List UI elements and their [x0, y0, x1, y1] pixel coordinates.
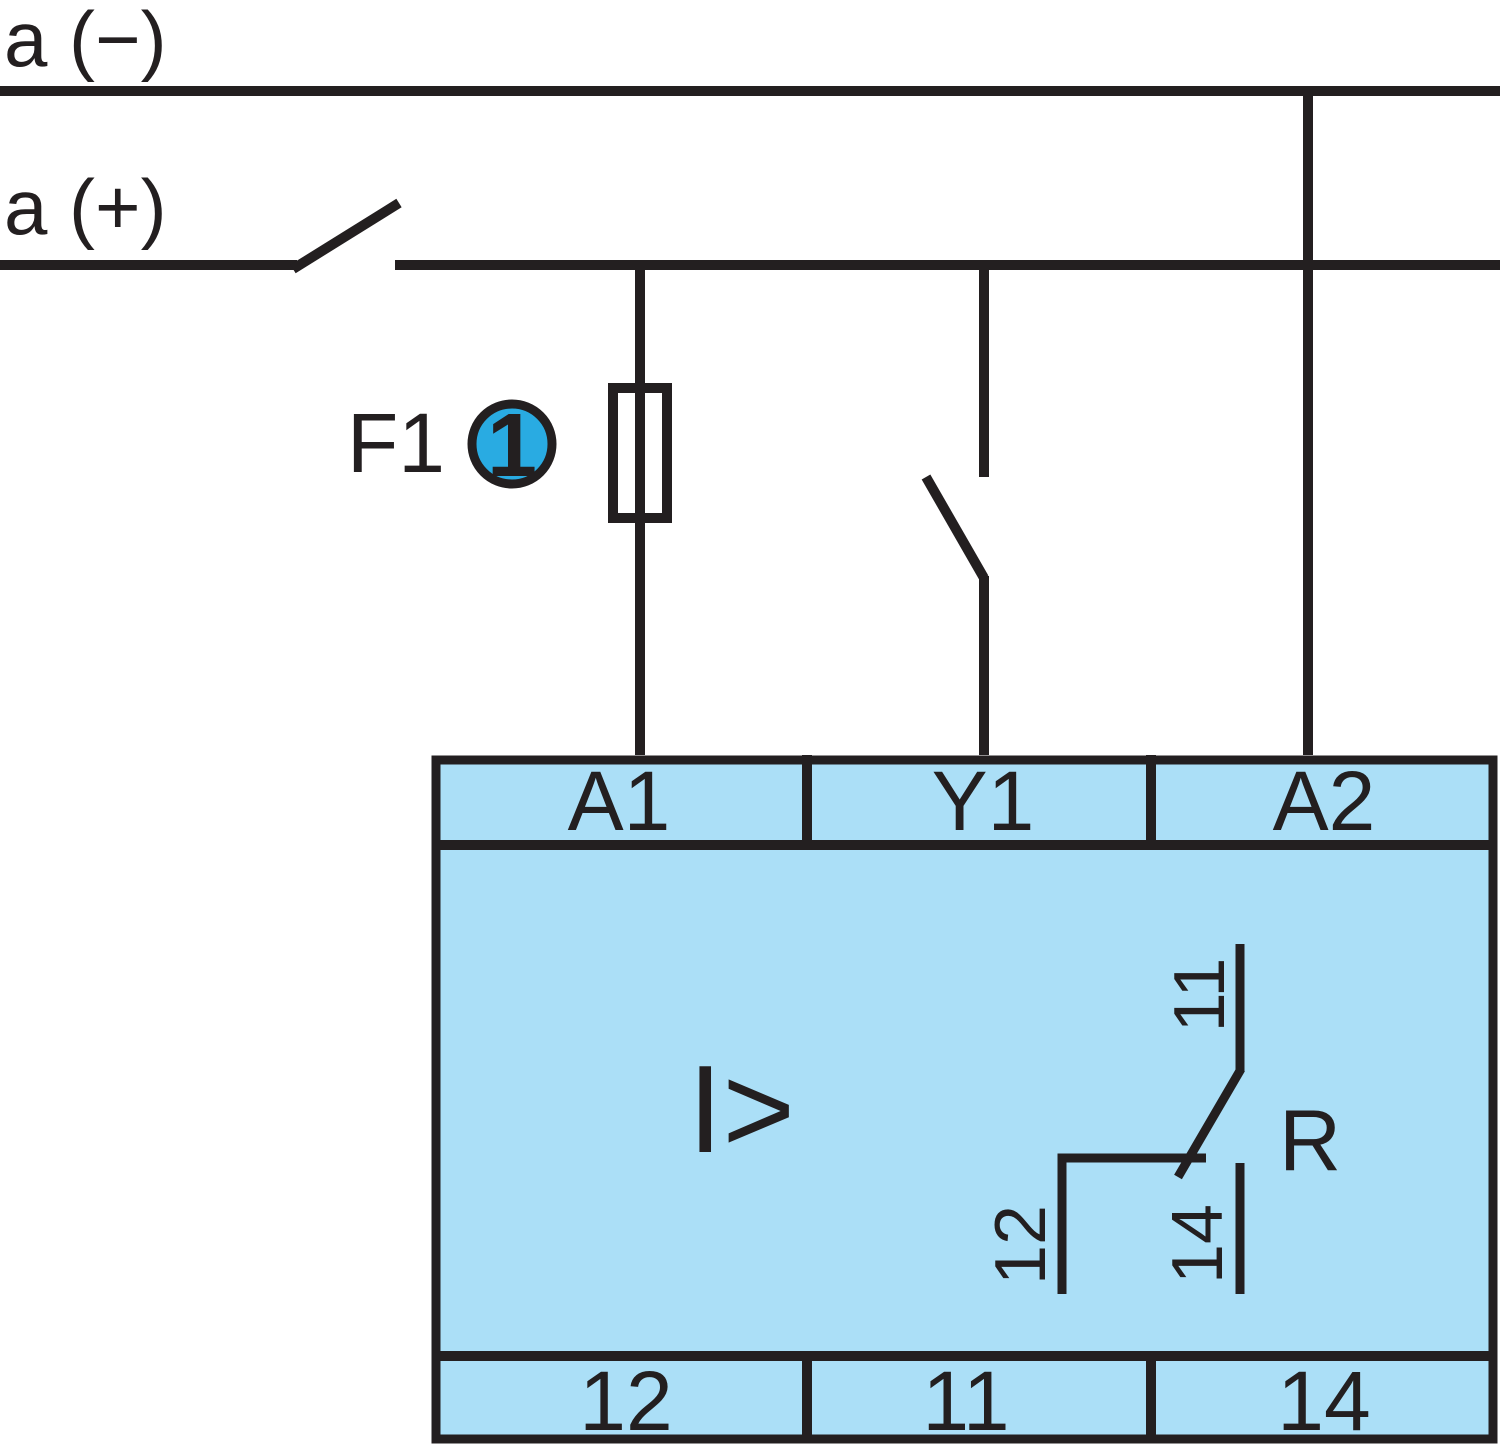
terminal-14-label: 14: [1277, 1354, 1370, 1448]
fuse-label: F1: [347, 396, 445, 490]
changeover-contact-symbol: [1057, 944, 1245, 1294]
contact-lead-12: [1057, 1153, 1206, 1294]
supply-switch-blade: [290, 198, 402, 274]
relay-box: [431, 755, 1498, 1444]
bus-positive-label: a (+): [4, 163, 167, 251]
contact-12-label: 12: [981, 1205, 1061, 1285]
terminal-y1-label: Y1: [932, 754, 1035, 848]
terminal-12-label: 12: [579, 1354, 672, 1448]
supply-buses: [0, 86, 1500, 274]
contact-14-label: 14: [1158, 1204, 1238, 1284]
fuse-symbol: [608, 383, 672, 523]
terminal-a2-label: A2: [1273, 754, 1376, 848]
terminal-11-label: 11: [922, 1354, 1009, 1448]
callout-number: 1: [487, 396, 537, 496]
diagram-labels: a (−) a (+) F1 A1 Y1 A2 12 11 14 I> R 11…: [4, 0, 1375, 1448]
contact-11-label: 11: [1160, 958, 1240, 1033]
branch-wiring: [635, 86, 1313, 755]
bus-negative-label: a (−): [4, 0, 167, 83]
callout-circle: [467, 399, 557, 489]
overcurrent-function-symbol: I>: [688, 1041, 795, 1179]
reset-contact-label: R: [1279, 1093, 1341, 1189]
y1-switch-blade: [921, 474, 989, 581]
terminal-a1-label: A1: [568, 754, 671, 848]
relay-box-dividers: [432, 755, 1497, 1443]
callout-marker-1: 1: [467, 396, 557, 496]
